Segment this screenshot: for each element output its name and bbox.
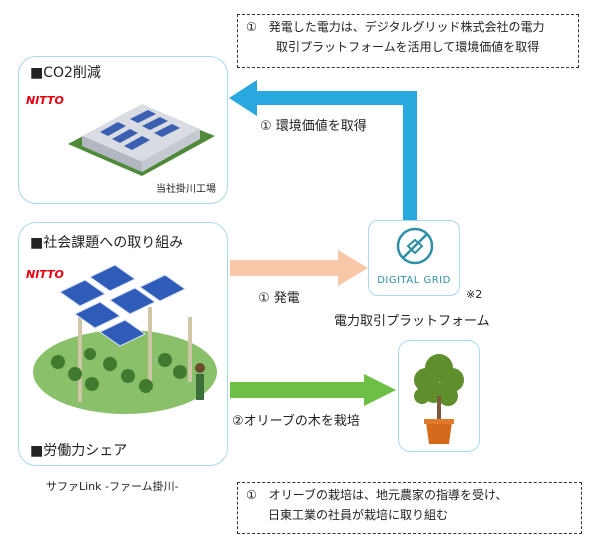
digital-grid-logo	[396, 227, 434, 265]
nitto-logo-farm: NITTO	[26, 268, 64, 281]
nitto-logo: NITTO	[26, 94, 64, 107]
factory-caption: 当社掛川工場	[156, 184, 216, 195]
olive-label: ②オリーブの木を栽培	[232, 414, 360, 429]
env-value-label: ① 環境価値を取得	[260, 119, 367, 134]
farm-panel-title-bottom: ■労働力シェア	[30, 443, 128, 459]
note-bottom-line2: 日東工業の社員が栽培に取り組む	[268, 508, 449, 522]
power-arrow	[230, 250, 368, 286]
olive-tree-illustration	[414, 354, 464, 444]
platform-note-mark: ※2	[466, 288, 483, 301]
note-top-line1: ① 発電した電力は、デジタルグリッド株式会社の電力	[246, 20, 545, 34]
digital-grid-wordmark: DIGITAL GRID	[377, 275, 451, 286]
factory-illustration	[68, 104, 215, 176]
farm-caption: サファLink -ファーム掛川-	[46, 480, 179, 493]
note-bottom: ① オリーブの栽培は、地元農家の指導を受け、 日東工業の社員が栽培に取り組む	[237, 482, 582, 534]
env-value-arrow	[229, 80, 417, 228]
note-bottom-line1: ① オリーブの栽培は、地元農家の指導を受け、	[246, 488, 508, 502]
power-label: ① 発電	[258, 291, 300, 306]
solar-farm-illustration	[33, 264, 217, 414]
olive-arrow	[230, 374, 396, 406]
farm-panel-title-top: ■社会課題への取り組み	[30, 235, 184, 251]
platform-panel	[368, 220, 460, 296]
platform-caption: 電力取引プラットフォーム	[334, 314, 490, 329]
note-top-line2: 取引プラットフォームを活用して環境価値を取得	[276, 40, 540, 54]
note-top: ① 発電した電力は、デジタルグリッド株式会社の電力 取引プラットフォームを活用し…	[237, 14, 579, 68]
factory-panel-title: ■CO2削減	[30, 65, 101, 81]
